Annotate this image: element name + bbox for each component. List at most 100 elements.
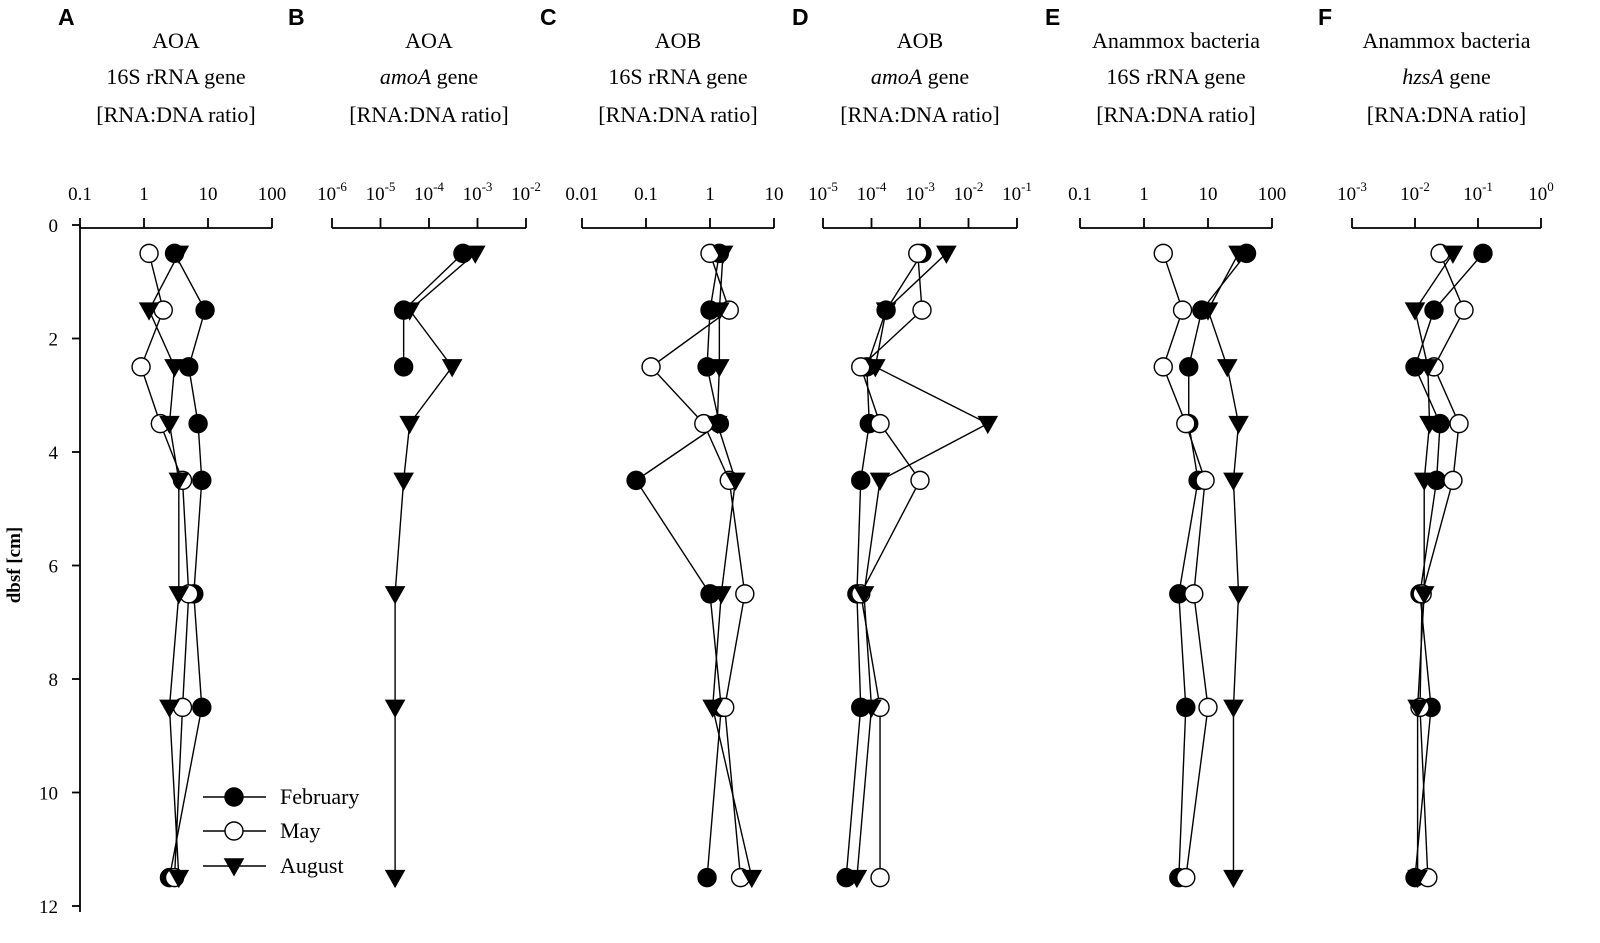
legend-marker	[223, 858, 245, 877]
series-line-august	[1414, 252, 1454, 878]
data-point-may	[908, 243, 928, 264]
data-point-february	[1176, 697, 1196, 718]
data-point-may	[641, 357, 661, 377]
legend-label: August	[280, 853, 344, 878]
x-tick-label: 1	[1139, 184, 1149, 205]
panels-layer: A AOA 16S rRNA gene [RNA:DNA ratio] 0.1 1 10 10…	[58, 4, 1554, 889]
data-point-august	[384, 869, 406, 889]
panel-label: B	[288, 4, 305, 30]
panel-label: F	[1318, 4, 1332, 30]
data-point-august	[865, 359, 886, 378]
data-point-may	[1184, 584, 1204, 604]
legend-marker	[224, 821, 244, 841]
panel-title-line: 16S rRNA gene	[106, 64, 245, 89]
data-point-august	[710, 586, 732, 605]
data-point-august	[1413, 472, 1435, 491]
data-point-may	[1176, 867, 1196, 888]
legend-marker	[224, 787, 244, 807]
data-point-august	[725, 472, 746, 491]
data-point-may	[912, 300, 932, 320]
data-point-may	[870, 413, 890, 434]
data-point-august	[159, 699, 180, 718]
data-point-may	[1176, 413, 1196, 434]
data-point-may	[910, 470, 930, 491]
panel-title-line: [RNA:DNA ratio]	[349, 102, 508, 127]
data-point-may	[139, 243, 159, 264]
panel-label: C	[540, 4, 557, 30]
panel-label: D	[792, 4, 809, 30]
legend-item-february: February	[203, 784, 359, 809]
data-point-august	[709, 302, 730, 321]
panel-title-line: [RNA:DNA ratio]	[96, 102, 255, 127]
data-point-august	[1197, 302, 1219, 321]
data-point-february	[192, 470, 212, 491]
data-point-may	[1153, 357, 1173, 377]
data-point-february	[192, 697, 212, 718]
legend-label: May	[280, 818, 320, 843]
series-line-february	[1414, 252, 1484, 878]
data-point-may	[1195, 470, 1215, 491]
data-point-august	[875, 302, 897, 321]
data-point-august	[853, 586, 875, 605]
data-point-august	[1419, 415, 1440, 435]
x-tick-label: 10-6	[317, 179, 347, 205]
data-point-august	[168, 586, 190, 605]
panel-title-line: AOA	[152, 28, 200, 53]
panel-title-line: amoA gene	[380, 64, 478, 89]
panel-title-line: 16S rRNA gene	[608, 64, 747, 89]
panel-title-line: AOA	[405, 28, 453, 53]
data-point-may	[735, 584, 755, 604]
series-line-august	[856, 252, 990, 878]
depth-tick-label: 12	[39, 897, 58, 918]
panel-title-line: Anammox bacteria	[1363, 28, 1531, 53]
data-point-august	[1442, 245, 1464, 264]
data-point-may	[870, 867, 890, 888]
x-tick-label: 10-5	[366, 179, 396, 205]
data-point-august	[706, 415, 728, 435]
series-line-august	[1207, 253, 1240, 878]
x-tick-label: 10-2	[954, 179, 984, 205]
x-tick-label: 10-1	[1002, 179, 1032, 205]
panel-title-line: [RNA:DNA ratio]	[840, 102, 999, 127]
x-tick-label: 0.1	[634, 184, 658, 205]
data-point-august	[712, 245, 734, 264]
x-tick-label: 10	[765, 184, 784, 205]
series-line-may	[650, 253, 746, 878]
data-point-august	[936, 245, 957, 264]
x-tick-label: 10-2	[511, 179, 541, 205]
data-point-may	[131, 357, 151, 377]
depth-tick-label: 6	[49, 557, 59, 578]
series-line-may	[1162, 253, 1209, 878]
data-point-february	[195, 300, 215, 320]
data-point-august	[1223, 699, 1244, 718]
data-point-may	[1172, 300, 1193, 320]
data-point-august	[159, 415, 180, 435]
panel-label: A	[58, 4, 75, 30]
depth-tick-label: 8	[49, 670, 59, 691]
data-point-august	[1223, 869, 1244, 889]
x-tick-label: 0.1	[68, 184, 92, 205]
data-point-may	[1443, 470, 1463, 491]
data-point-february	[188, 413, 208, 434]
data-point-august	[1413, 586, 1435, 605]
data-point-august	[384, 699, 406, 718]
x-tick-label: 100	[258, 184, 287, 205]
depth-tick-label: 4	[49, 443, 59, 464]
data-point-august	[702, 699, 723, 718]
x-tick-label: 10-4	[414, 179, 444, 205]
x-tick-label: 10	[1199, 184, 1218, 205]
data-point-may	[1198, 697, 1218, 718]
data-point-august	[464, 245, 486, 264]
x-tick-label: 10-3	[1337, 179, 1367, 205]
depth-tick-label: 0	[49, 216, 59, 237]
legend-item-august: August	[203, 853, 344, 878]
data-point-august	[709, 359, 730, 378]
data-point-august	[846, 869, 868, 889]
data-point-august	[168, 245, 190, 264]
x-tick-label: 10-2	[1400, 179, 1430, 205]
x-tick-label: 0.1	[1068, 184, 1092, 205]
data-point-august	[1228, 245, 1249, 264]
